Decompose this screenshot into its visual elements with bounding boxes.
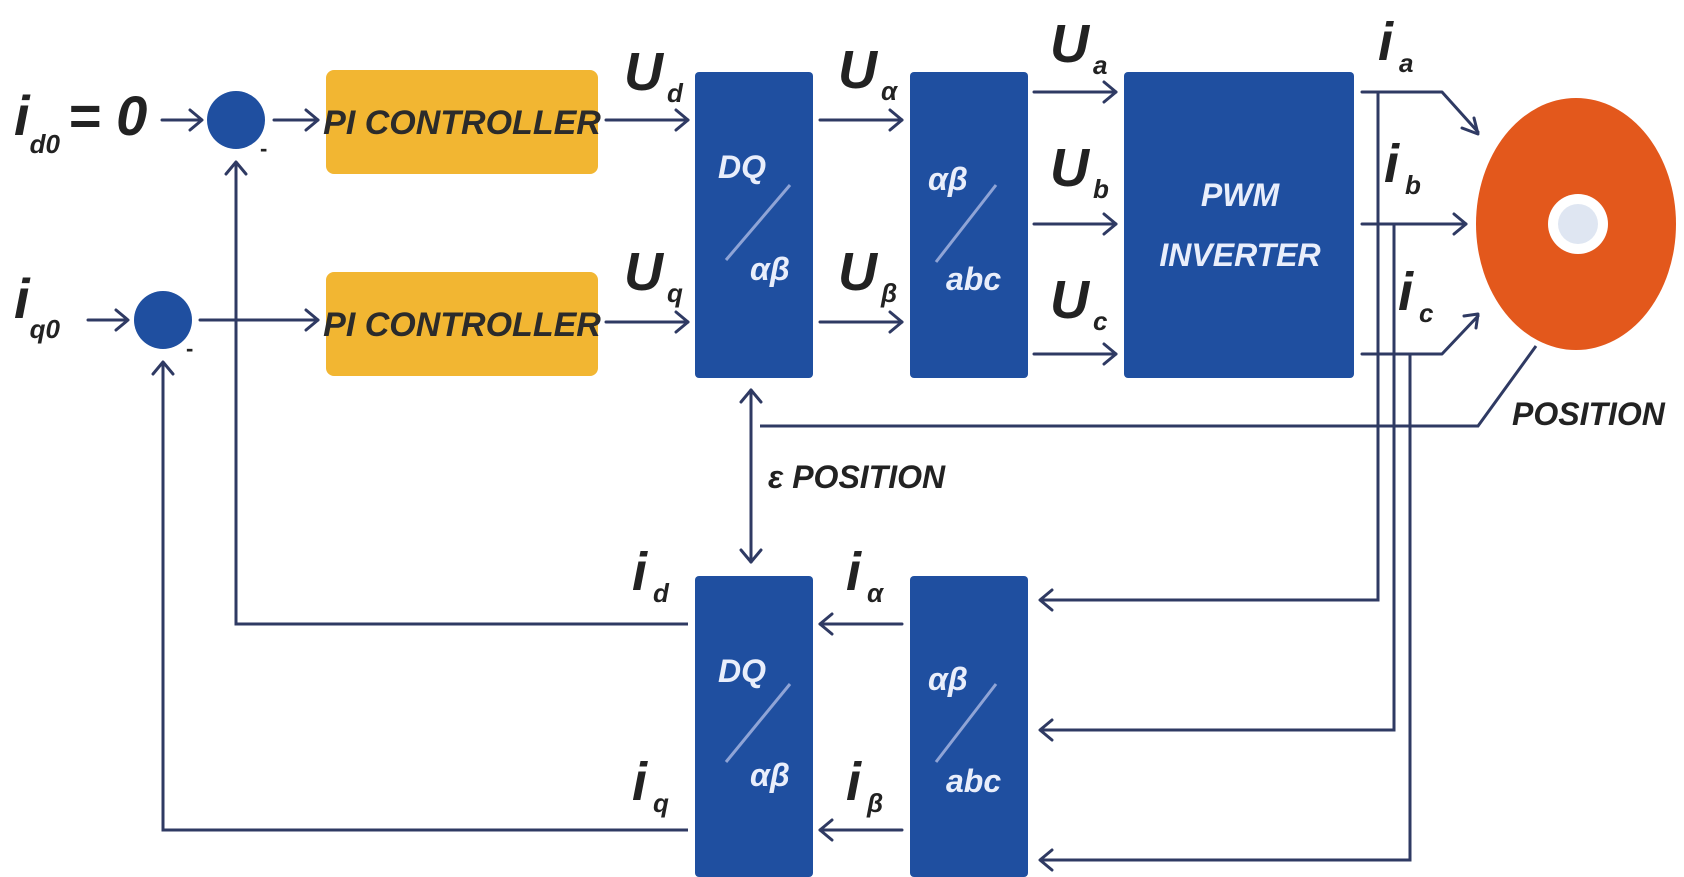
ab-abc-bottom-label-ab: αβ [928,661,968,697]
ialpha-arrow [818,612,904,636]
ab-abc-bottom-label-abc: abc [946,763,1001,799]
ic-feedback-line [1038,354,1412,872]
dq-top-slash [724,184,792,261]
ud-arrow [604,108,690,132]
ib-feedback-line [1038,224,1396,742]
ab-abc-top-slash [934,184,998,263]
junction-q-to-pi-arrow [198,308,320,332]
dq-bottom-label: DQ [718,653,766,689]
id-ref-arrow [160,108,204,132]
ab-top-label: αβ [750,251,790,287]
pi-controller-q [326,272,598,376]
iq-ref-label: iq0 [14,267,60,344]
abc-to-alphabeta-block-bottom [910,576,1028,877]
pi-controller-q-label: PI CONTROLLER [323,306,601,344]
pwm-inverter-line1: PWM [1201,177,1281,213]
ua-arrow [1032,80,1118,104]
minus-sign-d: - [260,136,267,161]
position-label: POSITION [1512,396,1666,432]
id-feedback-line [224,160,688,626]
e-position-double-arrow [739,388,763,564]
ab-abc-top-label-ab: αβ [928,161,968,197]
e-position-label: ε POSITION [768,459,946,495]
alphabeta-to-abc-block-top [910,72,1028,378]
summing-junction-d [207,91,265,149]
ibeta-arrow [818,818,904,842]
pwm-inverter-block [1124,72,1354,378]
ubeta-arrow [818,310,904,334]
dq-bottom-slash [724,683,792,763]
ab-abc-bottom-slash [934,683,998,763]
pi-controller-d-label: PI CONTROLLER [323,104,601,142]
uq-arrow [604,310,690,334]
ia-output-line [1360,90,1480,136]
pwm-inverter-line2: INVERTER [1159,237,1320,273]
ab-abc-top-label-abc: abc [946,261,1001,297]
ub-arrow [1032,212,1118,236]
iq-ref-arrow [86,308,130,332]
junction-d-to-pi-arrow [272,108,320,132]
position-feedback-line [760,345,1538,428]
iq-feedback-line [151,360,688,832]
dq-top-label: DQ [718,149,766,185]
minus-sign-q: - [186,336,193,361]
ualpha-arrow [818,108,904,132]
pi-controller-d [326,70,598,174]
ia-feedback-line [1038,92,1380,612]
summing-junction-q [134,291,192,349]
uc-arrow [1032,342,1118,366]
ab-bottom-label: αβ [750,757,790,793]
id-ref-label: id0= 0 [14,84,147,159]
ic-output-line [1360,312,1480,356]
